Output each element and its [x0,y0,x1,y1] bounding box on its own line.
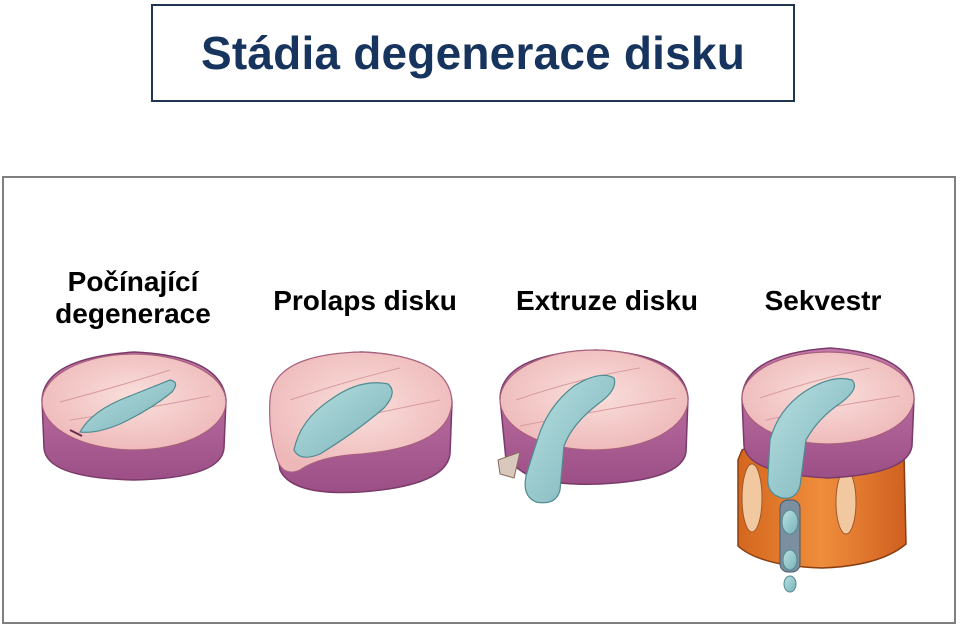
stage-label-sequestration: Sekvestr [764,285,882,316]
stage-label-early-degeneration: Počínající degenerace [55,266,211,329]
page-title: Stádia degenerace disku [200,27,746,79]
disc-sequestration [737,347,915,593]
stage-label-prolapse: Prolaps disku [273,285,457,316]
stage-label-extrusion: Extruze disku [515,285,699,316]
disc-extrusion [497,349,689,504]
disc-prolapse [269,351,453,494]
title-box: Stádia degenerace disku [151,4,795,102]
disc-early-degeneration [41,351,227,481]
